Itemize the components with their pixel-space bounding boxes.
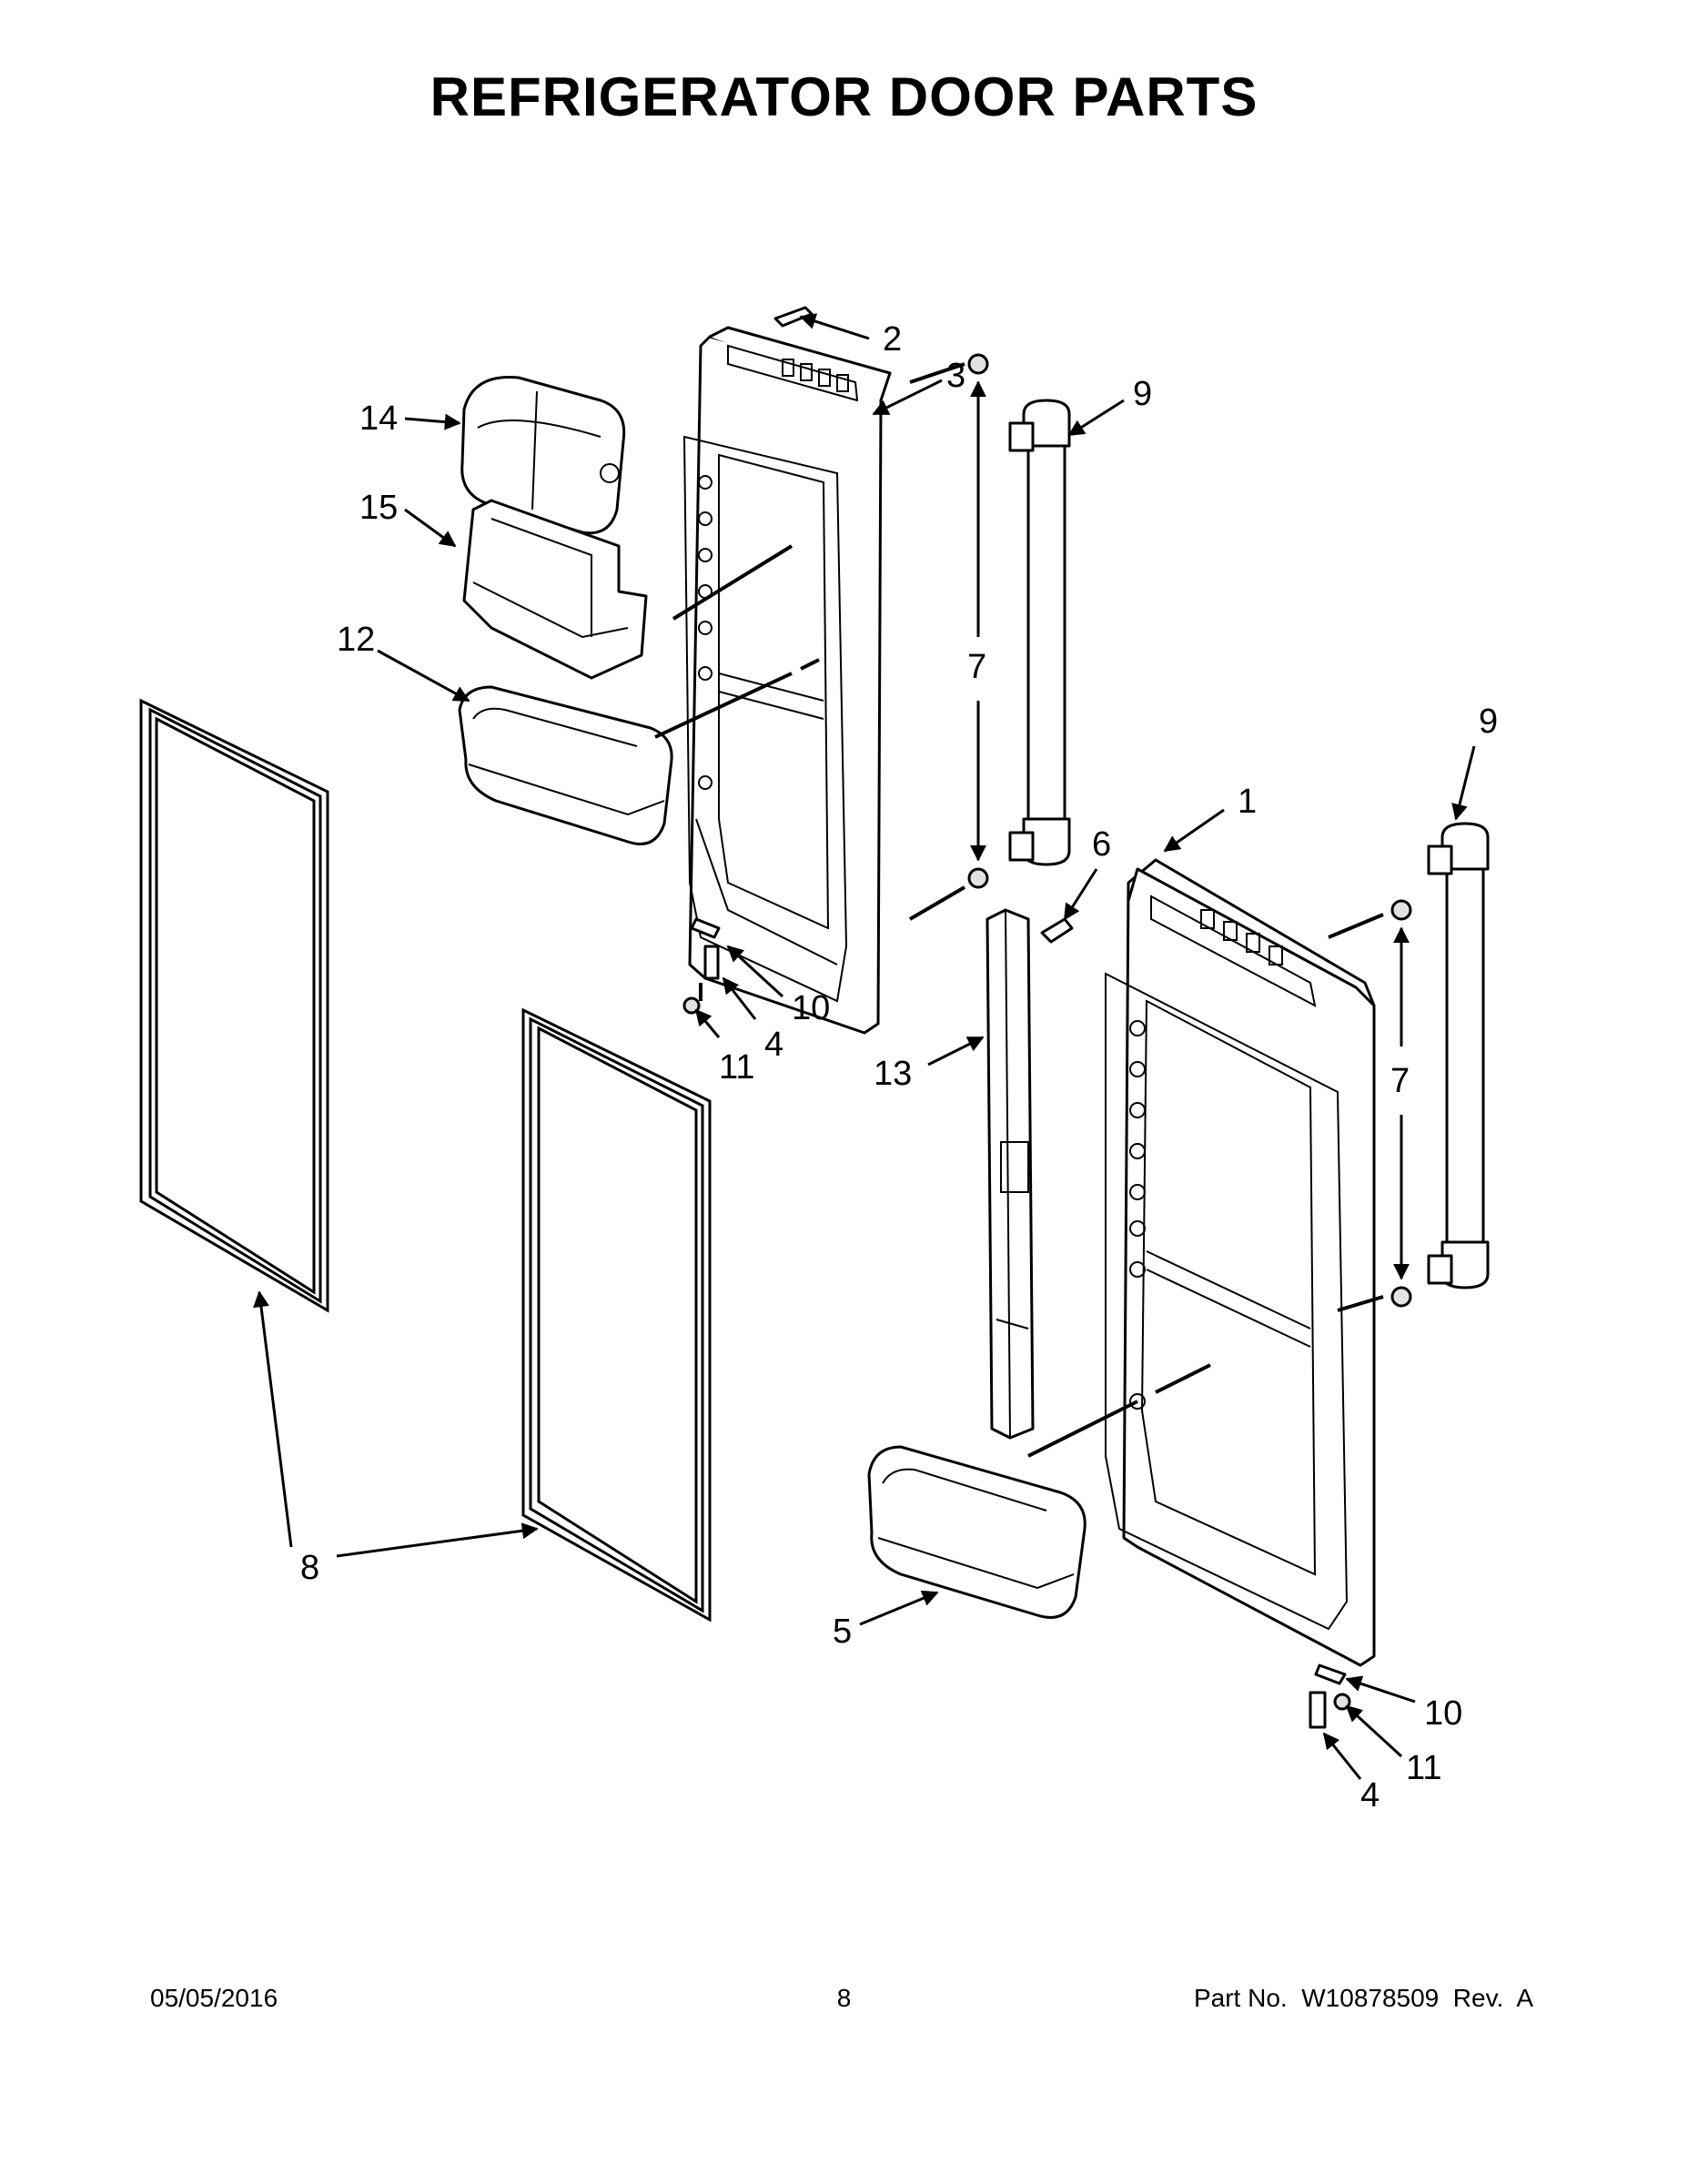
hinge-hardware-right <box>1309 1663 1351 1729</box>
callout-11-right: 11 <box>1406 1749 1441 1787</box>
callout-1: 1 <box>1238 783 1257 821</box>
part-3-left-door <box>682 326 892 1035</box>
callout-11-left: 11 <box>719 1048 754 1087</box>
part-7-handle-studs <box>967 353 1412 1308</box>
callout-4-left: 4 <box>764 1026 783 1064</box>
part-2-cap <box>773 306 814 328</box>
callout-5: 5 <box>833 1613 852 1651</box>
part-8-gasket-left <box>139 698 329 1313</box>
part-8-gasket-right <box>521 1007 712 1623</box>
callout-15: 15 <box>359 489 398 527</box>
part-15-bin <box>462 499 648 680</box>
footer-date: 05/05/2016 <box>150 1984 278 2012</box>
part-6-screw <box>1040 917 1074 944</box>
part-14-bin-cover <box>460 375 626 535</box>
part-9-handle-lower <box>1427 822 1490 1289</box>
callout-7-upper: 7 <box>967 648 986 686</box>
leader-lines <box>253 313 1476 1780</box>
part-13-mullion <box>986 908 1035 1440</box>
callout-8: 8 <box>300 1549 319 1587</box>
callout-12: 12 <box>337 621 375 659</box>
callout-2: 2 <box>883 320 902 359</box>
callout-6: 6 <box>1092 825 1111 864</box>
page-title: REFRIGERATOR DOOR PARTS <box>430 66 1258 127</box>
callout-3: 3 <box>946 357 965 395</box>
part-9-handle-upper <box>1008 399 1071 866</box>
part-5-door-bin <box>867 1445 1087 1619</box>
footer-page-number: 8 <box>836 1984 852 2012</box>
part-1-right-door <box>1105 858 1376 1667</box>
callout-9-upper: 9 <box>1133 375 1152 413</box>
callout-13: 13 <box>874 1055 912 1093</box>
callout-4-right: 4 <box>1360 1776 1380 1815</box>
callout-7-lower: 7 <box>1390 1062 1410 1100</box>
callout-10-left: 10 <box>792 989 830 1027</box>
footer-part-number: Part No. W10878509 Rev. A <box>1193 1984 1533 2012</box>
assembly-guide-lines <box>654 362 1384 1458</box>
callout-14: 14 <box>359 399 398 438</box>
callout-10-right: 10 <box>1424 1694 1462 1733</box>
part-12-door-bin <box>458 685 673 845</box>
callout-labels: 2 3 9 14 15 12 7 9 1 6 10 4 11 13 7 8 5 … <box>300 320 1498 1815</box>
callout-9-lower: 9 <box>1479 703 1498 741</box>
